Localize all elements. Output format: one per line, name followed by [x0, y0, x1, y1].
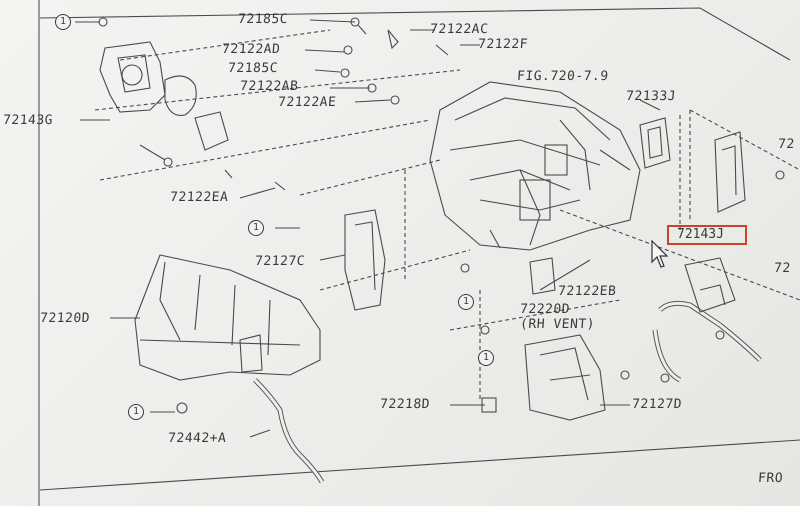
diagram-frame-line — [38, 0, 40, 506]
highlighted-part-label: 72143J — [677, 227, 724, 242]
callout-1-circle: 1 — [458, 294, 474, 310]
highlighted-part-72143j[interactable]: 72143J — [667, 225, 747, 245]
figure-reference: FIG.720-7.9 — [516, 69, 610, 84]
part-label-72220d: 72220D — [519, 302, 571, 317]
part-label-72122ea: 72122EA — [169, 190, 229, 205]
part-label-edge-right-2: 72 — [773, 261, 792, 276]
part-label-72122ae: 72122AE — [277, 95, 337, 110]
front-direction-label: FRO — [757, 471, 784, 486]
callout-1-circle: 1 — [128, 404, 144, 420]
callout-1-circle: 1 — [55, 14, 71, 30]
part-label-72133j: 72133J — [625, 89, 677, 104]
part-label-72122f: 72122F — [477, 37, 529, 52]
part-label-72122eb: 72122EB — [557, 284, 617, 299]
part-label-72218d: 72218D — [379, 397, 431, 412]
part-label-72185c: 72185C — [237, 12, 289, 27]
part-label-72127d: 72127D — [631, 397, 683, 412]
part-note-rh-vent: (RH VENT) — [519, 317, 596, 332]
callout-1-circle: 1 — [478, 350, 494, 366]
part-label-72120d: 72120D — [39, 311, 91, 326]
part-label-72127c: 72127C — [254, 254, 306, 269]
mouse-pointer-icon — [651, 240, 669, 268]
part-label-72185c-2: 72185C — [227, 61, 279, 76]
part-label-72143g: 72143G — [2, 113, 54, 128]
part-label-72122ab: 72122AB — [239, 79, 299, 94]
part-label-edge-right: 72 — [777, 137, 796, 152]
part-label-72122ad: 72122AD — [221, 42, 281, 57]
callout-1-circle: 1 — [248, 220, 264, 236]
part-label-72122ac: 72122AC — [429, 22, 489, 37]
part-label-72442a: 72442+A — [167, 431, 227, 446]
